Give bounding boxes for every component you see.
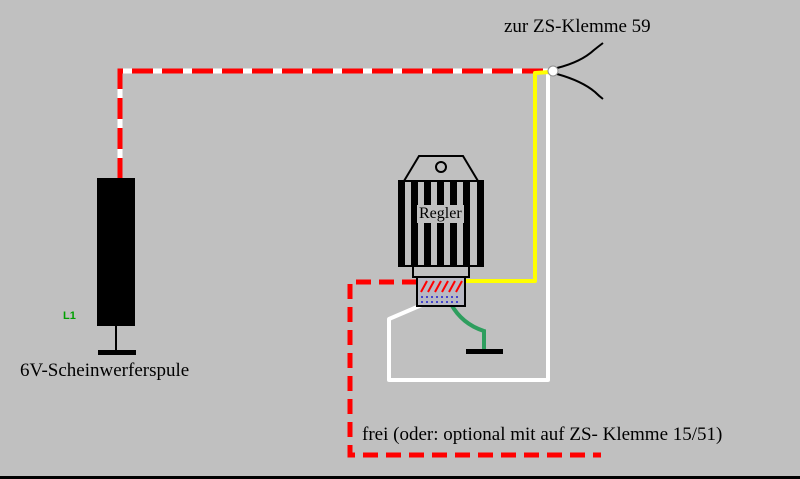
regulator-fin <box>424 181 431 266</box>
white-wire <box>387 73 550 382</box>
connector-red-hatch <box>420 280 463 293</box>
label-coil-tag-l1: L1 <box>63 310 76 322</box>
yellow-wire <box>464 70 551 283</box>
regulator-fin <box>463 181 470 266</box>
label-regulator: Regler <box>417 205 464 223</box>
green-wire <box>449 302 486 349</box>
regulator-fin <box>450 181 457 266</box>
red-dashed-wire <box>347 279 601 458</box>
bottom-border <box>0 476 800 479</box>
coil-ground-symbol <box>98 326 136 355</box>
connector-blue-dots <box>421 296 461 303</box>
regulator-fin <box>411 181 418 266</box>
regulator-base <box>412 265 470 278</box>
junction-dot <box>547 65 559 77</box>
terminal-fork-icon <box>547 42 604 100</box>
regulator-fin <box>477 181 484 266</box>
red-white-wire <box>117 68 551 179</box>
headlight-coil <box>97 178 135 326</box>
regulator <box>398 155 484 307</box>
regulator-mount-hole <box>435 161 447 173</box>
regulator-ground-symbol <box>466 349 503 354</box>
regulator-fin <box>398 181 405 266</box>
regulator-fin <box>437 181 444 266</box>
label-frei-optional: frei (oder: optional mit auf ZS- Klemme … <box>362 424 723 445</box>
label-zs-klemme-59: zur ZS-Klemme 59 <box>504 16 651 37</box>
label-headlight-coil: 6V-Scheinwerferspule <box>20 360 190 381</box>
